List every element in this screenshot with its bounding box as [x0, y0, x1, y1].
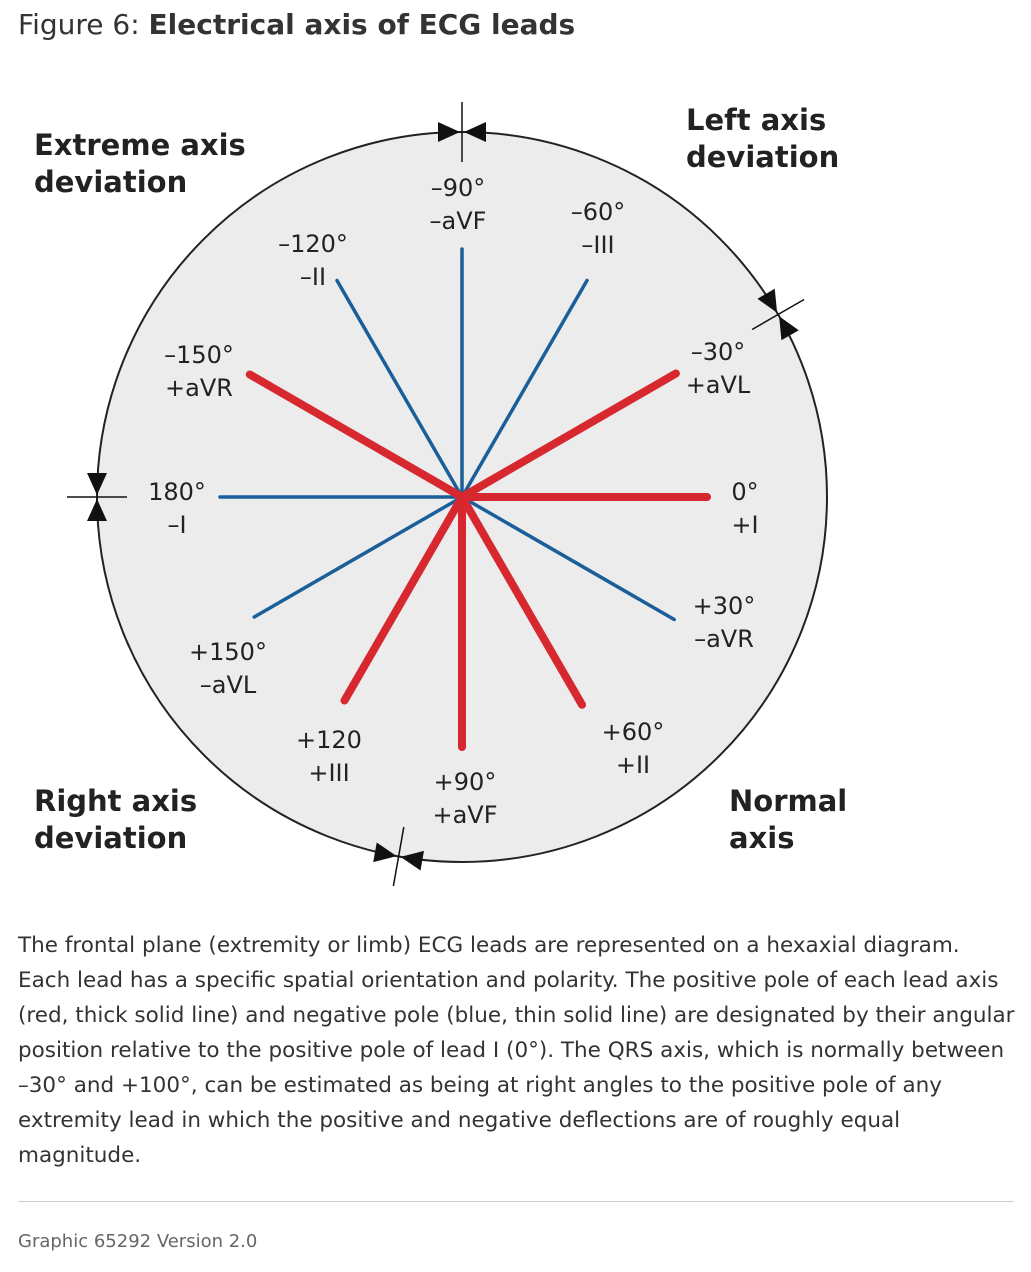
- zone-normal-line1: Normal: [729, 784, 847, 818]
- lead-label-line: +aVR: [165, 374, 233, 402]
- lead-label-0: 0° +I: [731, 478, 758, 539]
- zone-normal-line2: axis: [729, 821, 794, 855]
- figure-caption: The frontal plane (extremity or limb) EC…: [18, 933, 1015, 1168]
- lead-label-line: +30°: [693, 592, 756, 620]
- lead-label-line: 180°: [148, 478, 206, 506]
- lead-axis-minus-120-line: [335, 278, 464, 499]
- lead-labels: 0° +I +30° –aVR +60° +II +90° +aVF +120 +III +150°…: [148, 174, 759, 829]
- hexaxial-diagram: Extreme axis deviation Left axis deviati…: [34, 102, 847, 887]
- lead-label-90: +90° +aVF: [432, 768, 497, 829]
- lead-label-line: –II: [300, 263, 326, 291]
- lead-label-minus-90: –90° –aVF: [430, 174, 487, 235]
- graphic-version: Graphic 65292 Version 2.0: [18, 1231, 258, 1252]
- lead-label-30: +30° –aVR: [693, 592, 756, 653]
- lead-axes: [218, 247, 711, 751]
- zone-extreme-line2: deviation: [34, 165, 187, 199]
- lead-label-line: +aVL: [686, 371, 751, 399]
- figure-title-main: Electrical axis of ECG leads: [148, 8, 576, 41]
- lead-label-line: –aVF: [430, 207, 487, 235]
- lead-label-line: –III: [581, 231, 614, 259]
- lead-axis-120-line: [340, 493, 466, 705]
- lead-label-line: +I: [731, 511, 758, 539]
- lead-label-minus-60: –60° –III: [571, 198, 626, 259]
- lead-axis-minus-30-line: [458, 369, 680, 501]
- lead-axis-minus-150-line: [245, 370, 466, 501]
- divider: [18, 1201, 1014, 1202]
- boundary-arrowhead: [87, 473, 107, 495]
- lead-label-line: +II: [616, 751, 650, 779]
- lead-label-minus-150: –150° +aVR: [164, 341, 234, 402]
- zone-extreme-line1: Extreme axis: [34, 128, 246, 162]
- lead-label-line: 0°: [731, 478, 758, 506]
- lead-label-line: –90°: [431, 174, 486, 202]
- lead-axis-150-line: [252, 495, 464, 619]
- boundary-arrowhead: [757, 288, 778, 313]
- figure-title-prefix: Figure 6:: [18, 8, 140, 41]
- lead-label-120: +120 +III: [296, 726, 362, 787]
- boundary-arrowhead: [779, 316, 799, 341]
- lead-axis-30-line: [460, 495, 676, 622]
- boundary-marker-line: [751, 298, 805, 331]
- lead-label-line: +III: [308, 759, 349, 787]
- zone-right-line2: deviation: [34, 821, 187, 855]
- lead-label-line: +90°: [434, 768, 497, 796]
- lead-label-line: –aVL: [200, 671, 257, 699]
- lead-label-line: –150°: [164, 341, 234, 369]
- boundary-marker-line: [392, 826, 405, 887]
- figure-title: Figure 6: Electrical axis of ECG leads: [18, 8, 575, 41]
- zone-right-line1: Right axis: [34, 784, 197, 818]
- boundary-marker-minus-90: [438, 102, 486, 162]
- lead-label-minus-120: –120° –II: [278, 230, 348, 291]
- boundary-arrowhead: [464, 122, 486, 142]
- boundary-marker-180: [67, 473, 127, 521]
- lead-label-150: +150° –aVL: [189, 638, 267, 699]
- lead-label-line: +120: [296, 726, 362, 754]
- boundary-arrowhead: [87, 499, 107, 521]
- boundary-arrowhead: [400, 850, 424, 871]
- lead-label-line: +150°: [189, 638, 267, 666]
- lead-label-line: +aVF: [432, 801, 497, 829]
- lead-label-line: –120°: [278, 230, 348, 258]
- lead-label-180: 180° –I: [148, 478, 206, 539]
- lead-label-line: +60°: [602, 718, 665, 746]
- lead-label-line: –60°: [571, 198, 626, 226]
- boundary-marker-100: [373, 826, 424, 887]
- lead-label-line: –30°: [691, 338, 746, 366]
- zone-left-line2: deviation: [686, 140, 839, 174]
- zone-left-line1: Left axis: [686, 103, 826, 137]
- boundary-marker-minus-30: [751, 288, 805, 341]
- lead-label-60: +60° +II: [602, 718, 665, 779]
- lead-label-minus-30: –30° +aVL: [686, 338, 751, 399]
- lead-axis-minus-60-line: [460, 278, 589, 499]
- boundary-arrowhead: [438, 122, 460, 142]
- boundary-arrowhead: [373, 842, 397, 863]
- lead-axis-60-line: [458, 493, 586, 709]
- lead-label-line: –I: [167, 511, 186, 539]
- lead-label-line: –aVR: [694, 625, 754, 653]
- quadrant-boundary-markers: [67, 102, 805, 887]
